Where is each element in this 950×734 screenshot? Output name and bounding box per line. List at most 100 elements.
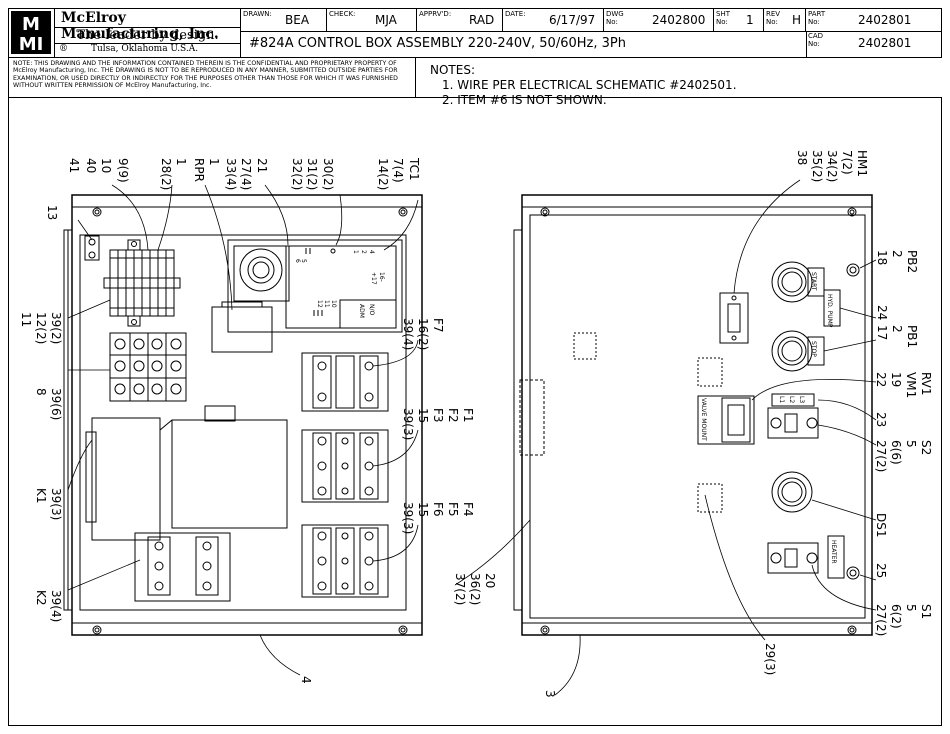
callout-39-4b: 39(4) — [401, 318, 415, 351]
callout-f1: F1 — [461, 408, 475, 423]
callout-18: 18 — [875, 250, 889, 266]
callout-4: 4 — [299, 676, 313, 684]
stop-pushbutton-pb1 — [771, 330, 825, 372]
callout-2b: 2 — [890, 325, 904, 333]
company-name: McElroy Manufacturing, Inc. — [61, 10, 219, 42]
sht-no-label: No: — [716, 18, 728, 26]
part-label: PART — [808, 10, 826, 18]
notes-heading: NOTES: — [430, 63, 475, 77]
callout-28: 28(2) — [159, 158, 173, 191]
company-location: Tulsa, Oklahoma U.S.A. — [91, 44, 199, 54]
callout-31: 31(2) — [305, 158, 319, 191]
date-value: 6/17/97 — [549, 13, 596, 27]
sht-label: SHT — [716, 10, 730, 18]
callout-ds1: DS1 — [874, 513, 888, 538]
callout-7b: 7(2) — [840, 150, 854, 175]
cad-value: 2402801 — [858, 36, 912, 50]
valve-mount-vm1 — [697, 395, 755, 445]
tc-terminal-6: 6 — [294, 259, 301, 263]
valve-mount-label: VALVE MOUNT — [700, 398, 707, 441]
callout-11: 11 — [19, 312, 33, 328]
terminal-block-8 — [109, 332, 187, 402]
hyd-pump-label: HYD. PUMP — [826, 294, 833, 328]
callout-1a: 1 — [174, 158, 188, 166]
timer-labels: 4 2 1 16- +17 5 6 10 11 12 N/O ADM — [294, 250, 385, 318]
s2-l1-label: L1 — [778, 396, 785, 403]
callout-15b: 15 — [416, 502, 430, 518]
cad-cell: CAD No: 2402801 — [806, 31, 941, 57]
callout-7: 7(4) — [391, 158, 405, 183]
callout-9: 9(9) — [116, 158, 130, 183]
company-logo: M MI — [9, 9, 55, 57]
callout-f4: F4 — [461, 502, 475, 517]
pilot-light-ds1 — [771, 471, 813, 513]
right-leaders — [554, 179, 877, 696]
timer-tc1 — [227, 239, 403, 333]
dwg-label: DWG — [606, 10, 624, 18]
callout-19: 19 — [889, 372, 903, 388]
callout-20: 20 — [483, 573, 497, 589]
callout-vm1: VM1 — [904, 372, 918, 399]
title-cell: #824A CONTROL BOX ASSEMBLY 220-240V, 50/… — [241, 31, 807, 57]
dwg-value: 2402800 — [652, 13, 706, 27]
callout-2a: 2 — [890, 250, 904, 258]
screw-icon — [846, 263, 860, 277]
tc-terminal-10: 10 — [330, 300, 337, 308]
selector-switch-s2 — [767, 393, 819, 439]
terminal-strip — [84, 235, 181, 327]
fuse-block-f7 — [301, 352, 389, 412]
callout-39-2: 39(2) — [49, 312, 63, 345]
callout-35: 35(2) — [810, 150, 824, 183]
callout-8: 8 — [34, 388, 48, 396]
callout-6-2: 6(2) — [889, 604, 903, 629]
callout-21: 21 — [255, 158, 269, 174]
fuse-block-f4-f6 — [301, 524, 389, 598]
drawn-label: DRAWN: — [243, 10, 272, 18]
callout-17: 17 — [875, 325, 889, 341]
tc-terminal-2: 2 — [360, 250, 367, 254]
company-tagline: The leader by design. — [55, 27, 240, 44]
svg-text:MI: MI — [19, 34, 44, 55]
screw-icon — [846, 566, 860, 580]
tc-terminal-5: 5 — [300, 259, 307, 263]
contactor-k2 — [134, 532, 231, 602]
callout-39-3c: 39(3) — [401, 502, 415, 535]
callout-f2: F2 — [446, 408, 460, 423]
title-block-top-row: DRAWN:BEA CHECK:MJA APPRV'D:RAD DATE:6/1… — [241, 9, 941, 32]
rev-value: H — [792, 13, 802, 27]
callout-37: 37(2) — [453, 573, 467, 606]
callout-3: 3 — [543, 690, 557, 698]
title-block: M MI McElroy Manufacturing, Inc. The lea… — [8, 8, 942, 58]
callout-10: 10 — [99, 158, 113, 174]
start-label: START — [810, 272, 817, 291]
dwg-no-label: No: — [606, 18, 618, 26]
callout-f3: F3 — [431, 408, 445, 423]
callout-29: 29(3) — [763, 643, 777, 676]
heater-label: HEATER — [830, 540, 837, 564]
transformer-k1 — [85, 405, 288, 541]
note-2: 2. ITEM #6 IS NOT SHOWN. — [442, 93, 607, 107]
callout-k1: K1 — [34, 488, 48, 504]
tc-terminal-16: 16- — [378, 272, 385, 282]
callout-s2: S2 — [919, 440, 933, 456]
check-value: MJA — [375, 13, 397, 27]
callout-16: 16(2) — [416, 318, 430, 351]
registered-mark: ® — [59, 44, 68, 54]
tc-terminal-4: 4 — [368, 250, 375, 254]
tc-switch-adm: ADM — [358, 304, 365, 318]
callout-38: 38 — [795, 150, 809, 166]
drawing-title: #824A CONTROL BOX ASSEMBLY 220-240V, 50/… — [249, 36, 626, 51]
callout-5a: 5 — [904, 440, 918, 448]
callout-pb2: PB2 — [905, 250, 919, 274]
note-1: 1. WIRE PER ELECTRICAL SCHEMATIC #240250… — [442, 78, 737, 92]
callout-rv1: RV1 — [919, 372, 933, 396]
callout-f6: F6 — [431, 502, 445, 517]
callout-34: 34(2) — [825, 150, 839, 183]
apprvd-label: APPRV'D: — [419, 10, 452, 18]
fuse-block-f1-f3 — [301, 429, 389, 503]
date-label: DATE: — [505, 10, 526, 18]
callout-32: 32(2) — [290, 158, 304, 191]
callout-33: 33(4) — [224, 158, 238, 191]
callout-39-6: 39(6) — [49, 388, 63, 421]
